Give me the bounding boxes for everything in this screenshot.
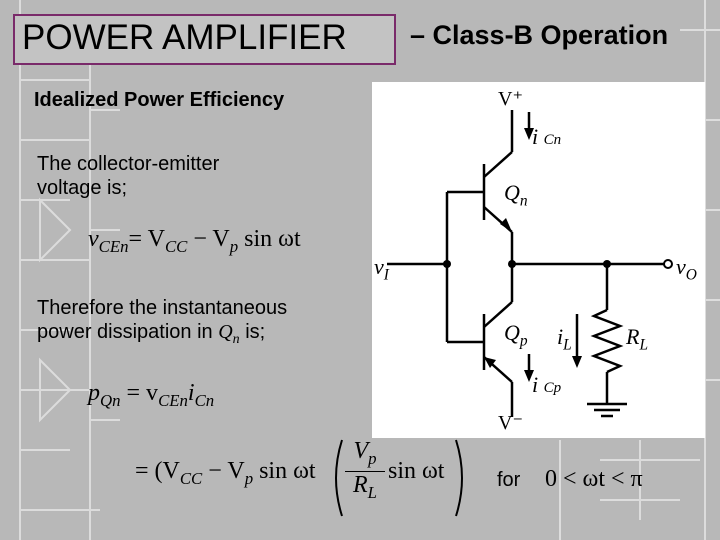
vi-label: vI [374,254,389,284]
vo-label: vO [676,254,697,284]
icn-label: i Cn [532,124,562,149]
equation-power-expanded: = (VCC − Vp sin ωt [135,458,316,488]
equation-power: pQn = vCEniCn [88,380,215,410]
icp-label: i Cp [532,372,562,397]
text-line-4: power dissipation in Qn is; [37,321,266,347]
fraction-numerator: Vp [353,438,377,468]
vminus-label: V⁻ [498,412,523,434]
for-label: for [497,469,521,491]
vplus-label: V⁺ [498,88,523,110]
equation-vce: vCEn= VCC − Vp sin ωt [88,226,301,256]
qp-label: Qp [504,320,528,350]
rl-label: RL [626,324,649,354]
section-heading: Idealized Power Efficiency [34,89,285,111]
qn-label: Qn [504,180,528,210]
push-pull-circuit [387,110,673,418]
big-parentheses [335,439,463,517]
circuit-panel: V⁺ i Cn Qn vI vO Qp iL RL i Cp V⁻ [372,82,705,438]
text-line-3: Therefore the instantaneous [37,297,288,319]
text-line-1: The collector-emitter [37,153,220,175]
page-title: POWER AMPLIFIER [22,18,347,57]
text-line-2: voltage is; [37,177,128,199]
fraction-denominator: RL [345,470,385,503]
il-label: iL [557,324,572,354]
title-box [13,14,396,65]
range-condition: 0 < ωt < π [545,466,643,492]
fraction: Vp RL [345,438,385,503]
page-subtitle: – Class-B Operation [410,20,669,50]
equation-tail: sin ωt [388,458,445,484]
